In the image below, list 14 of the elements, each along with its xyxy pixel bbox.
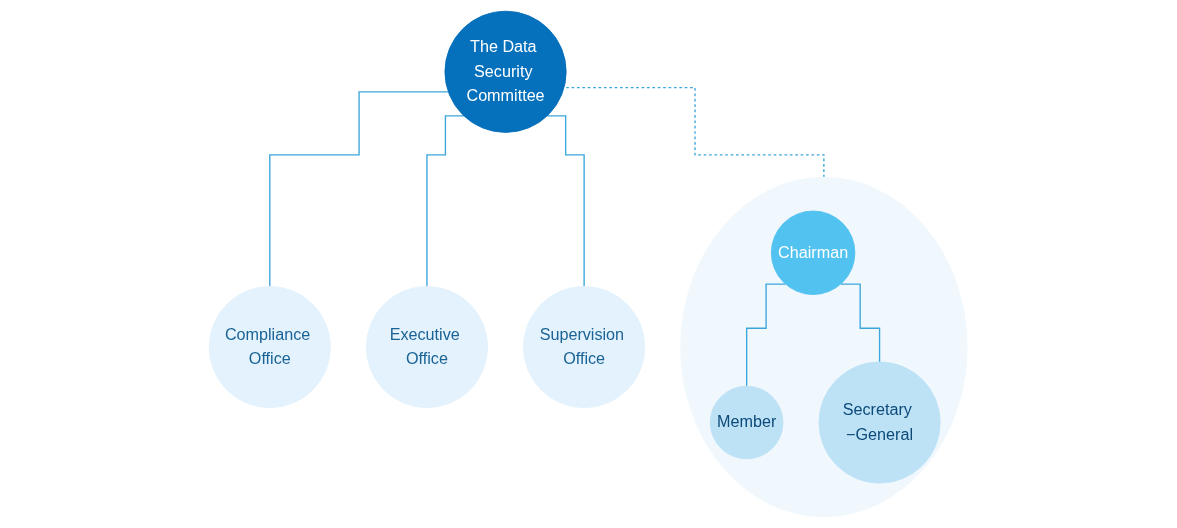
node-circle: Compliance Office [209,286,332,409]
connector [269,91,450,288]
connector [546,115,586,288]
cluster [680,176,968,518]
connector [565,86,825,178]
node-circle: Chairman [771,210,856,295]
node-circle: Supervision Office [523,286,646,409]
node-circle: Executive Office [366,286,489,409]
node-circle: The Data Security Committee [444,10,567,133]
node-circle: Member [710,385,784,460]
connector [840,283,881,363]
node-circle: Secretary −General [818,361,941,484]
connector [746,283,787,387]
connector [426,115,465,288]
